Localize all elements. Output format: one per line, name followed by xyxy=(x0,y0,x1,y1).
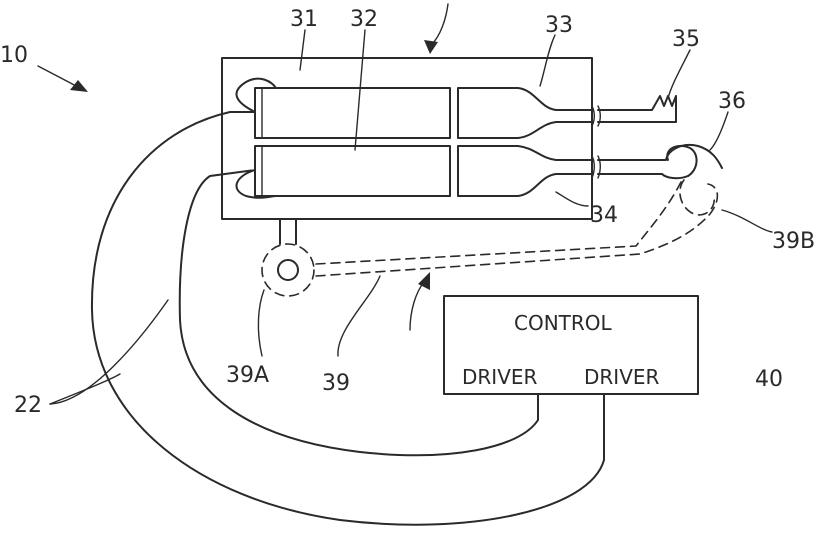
leader-39a xyxy=(258,290,264,356)
leader-22-b xyxy=(50,374,120,404)
label-36: 36 xyxy=(718,89,746,114)
label-31: 31 xyxy=(290,7,318,32)
pivot-outer xyxy=(262,244,314,296)
leader-22-a xyxy=(50,300,168,404)
waveguide-35 xyxy=(590,96,676,122)
leader-33 xyxy=(540,35,555,86)
label-40: 40 xyxy=(755,367,783,392)
label-33: 33 xyxy=(545,13,573,38)
cable-22-b xyxy=(180,170,538,455)
label-34: 34 xyxy=(590,203,618,228)
transducer-31 xyxy=(255,88,450,138)
label-32: 32 xyxy=(350,7,378,32)
label-10: 10 xyxy=(0,43,28,68)
arrow-10-head xyxy=(70,80,88,92)
pivot-inner xyxy=(278,260,298,280)
jaw-39b xyxy=(680,180,714,215)
leader-39 xyxy=(338,276,380,356)
waveguide-36 xyxy=(590,145,722,178)
transducer-32 xyxy=(255,146,450,196)
leader-31 xyxy=(300,30,305,70)
leader-39b xyxy=(722,210,772,232)
leader-35 xyxy=(668,50,690,98)
label-39b: 39B xyxy=(772,229,815,254)
label-39: 39 xyxy=(322,371,350,396)
horn-34 xyxy=(458,146,590,196)
lever-39 xyxy=(316,180,717,276)
driver-right-label: DRIVER xyxy=(584,365,660,389)
label-22: 22 xyxy=(14,393,42,418)
leader-32 xyxy=(355,30,365,150)
waveguide-36-break xyxy=(592,156,600,178)
arrow-39-shaft xyxy=(410,282,424,330)
leader-36 xyxy=(710,112,728,150)
arrow-10-shaft xyxy=(38,66,80,88)
pivot-mount xyxy=(280,219,296,244)
label-35: 35 xyxy=(672,27,700,52)
arrow-top-shaft xyxy=(432,4,448,44)
label-39a: 39A xyxy=(226,363,269,388)
control-title: CONTROL xyxy=(514,311,613,335)
horn-33 xyxy=(458,88,590,138)
driver-left-label: DRIVER xyxy=(462,365,538,389)
leader-34 xyxy=(556,192,588,206)
arrow-top-head xyxy=(424,40,438,54)
waveguide-35-break xyxy=(592,106,600,126)
